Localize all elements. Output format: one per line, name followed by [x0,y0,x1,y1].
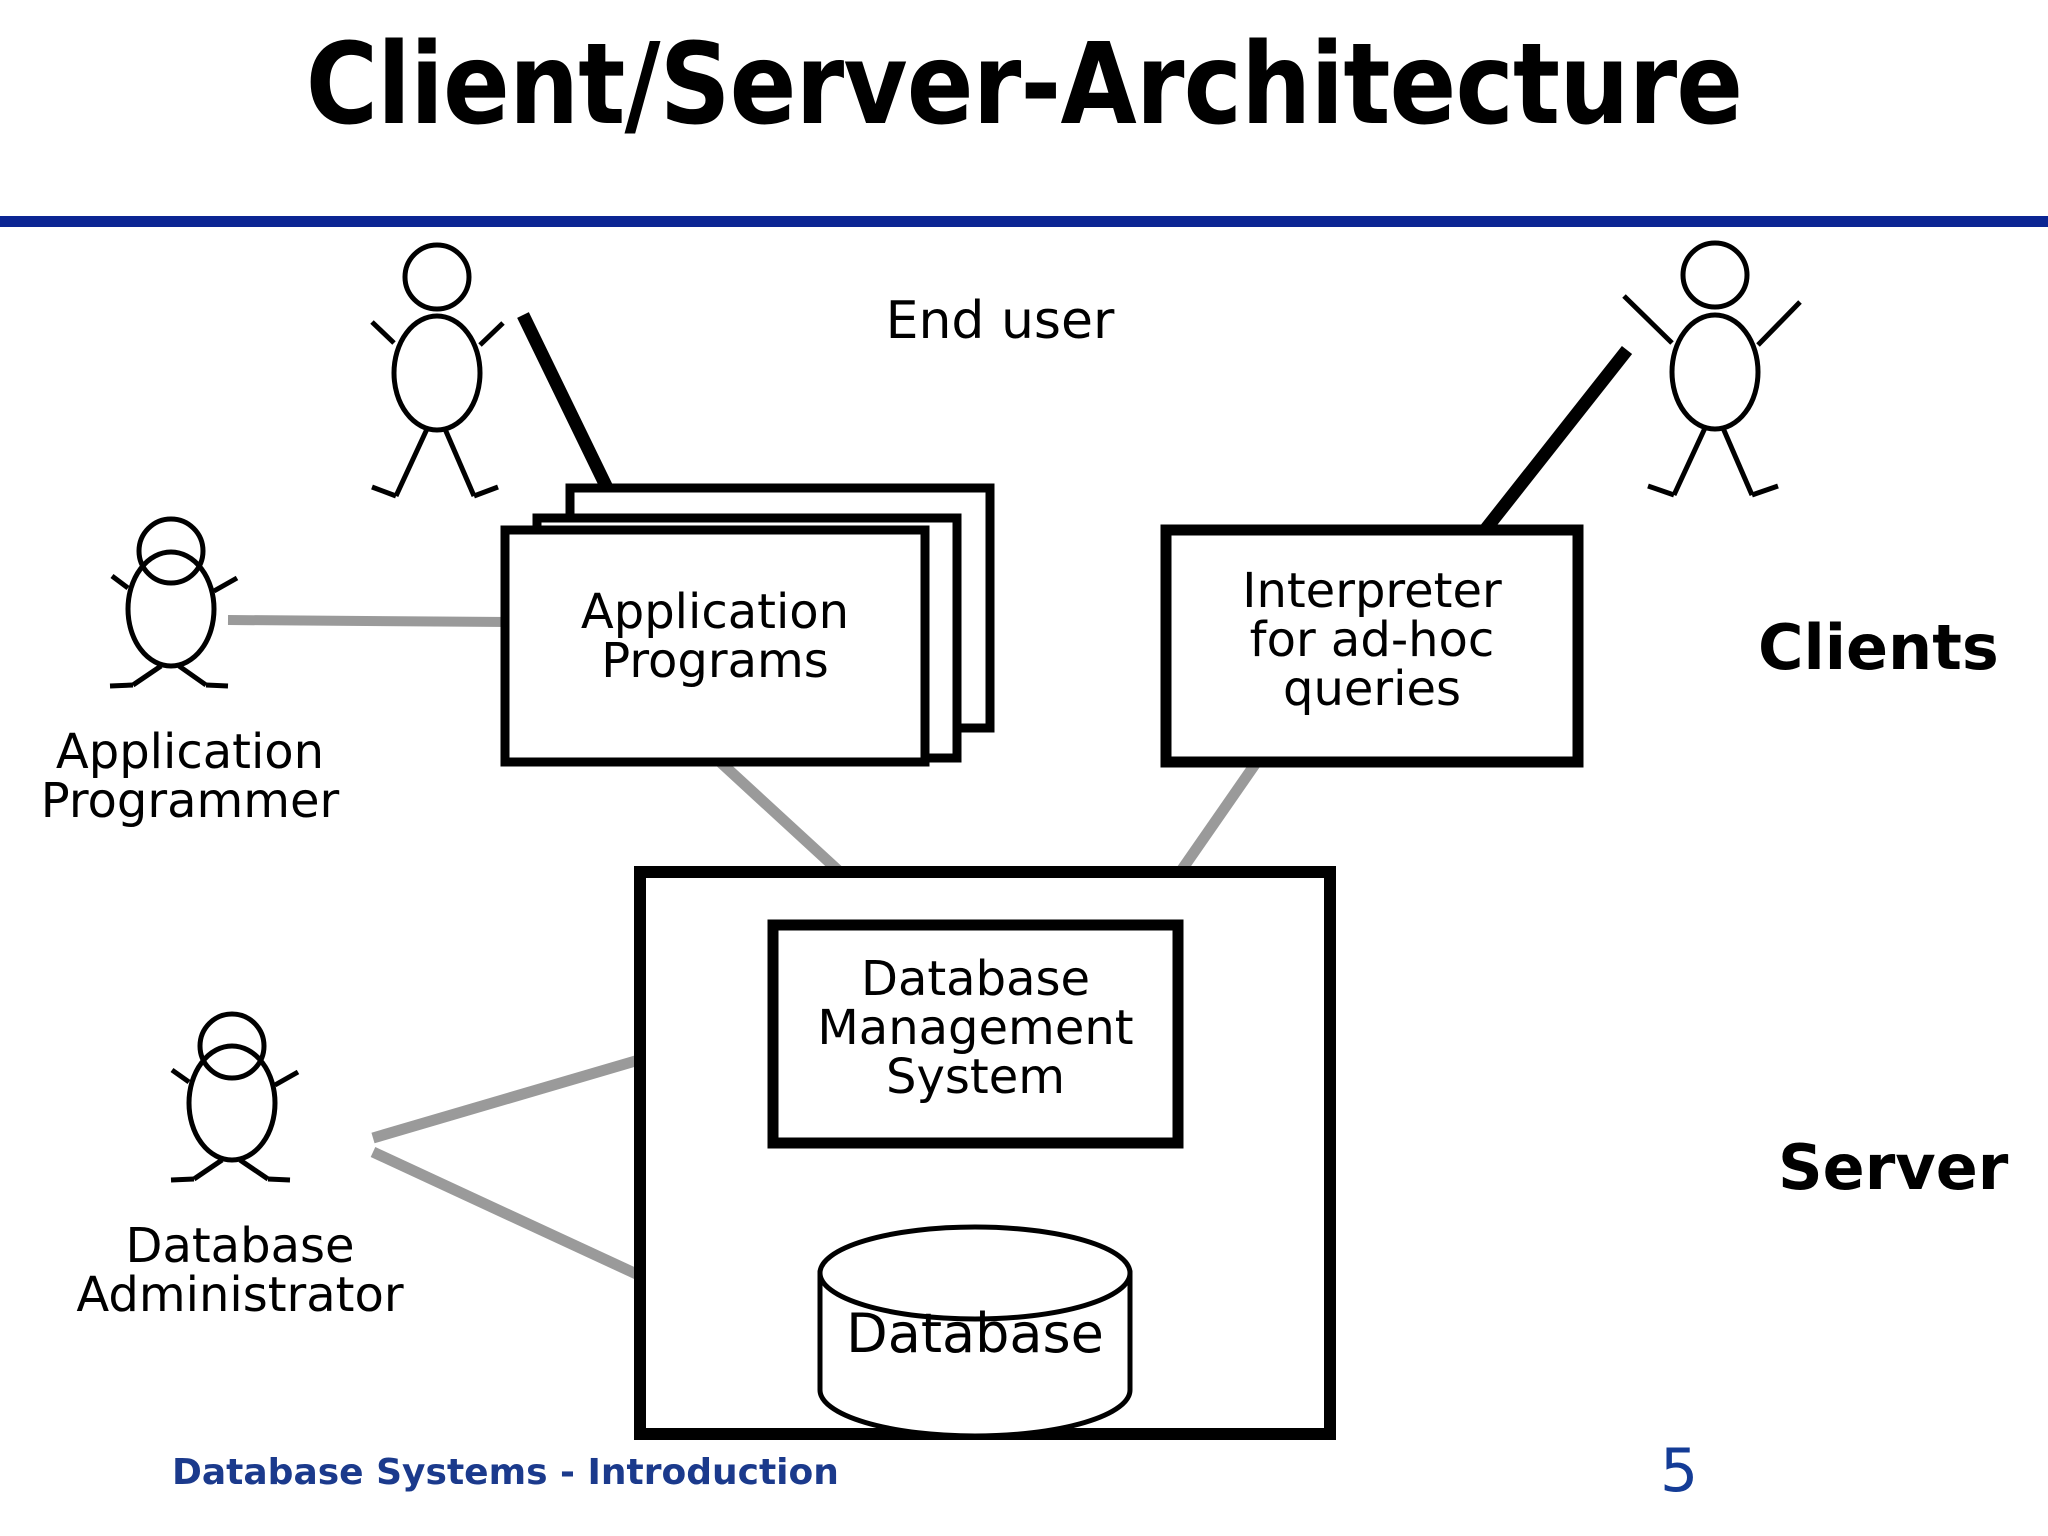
stick-figure-application-programmer [109,516,239,689]
zone-label-clients: Clients [1758,611,1999,684]
label-dbms: Database Management System [817,951,1134,1105]
label-database: Database [846,1302,1104,1365]
application-programs-sheet-front[interactable] [500,525,930,767]
database-cylinder[interactable] [817,1224,1133,1439]
edge-programmer-to-application-programs [227,615,513,627]
footer-text: Database Systems - Introduction [172,1452,839,1493]
label-database-administrator: Database Administrator [76,1218,404,1323]
stick-figure-database-administrator [170,1011,300,1183]
title-divider-rule [0,216,2048,227]
page-number: 5 [1660,1436,1699,1506]
edge-enduser-right-to-interpreter [1479,345,1633,535]
label-interpreter: Interpreter for ad-hoc queries [1242,563,1502,717]
stick-figure-end-user-right [1622,240,1802,498]
label-end-user: End user [885,291,1115,351]
zone-label-server: Server [1778,1131,2009,1204]
edge-enduser-left-to-application-programs [517,312,614,493]
page-title: Client/Server-Architecture [305,20,1743,150]
stick-figure-end-user-left [370,242,505,499]
label-application-programmer: Application Programmer [40,724,340,829]
label-application-programs: Application Programs [580,584,850,689]
dbms-box[interactable] [767,919,1184,1149]
interpreter-box[interactable] [1160,524,1584,768]
